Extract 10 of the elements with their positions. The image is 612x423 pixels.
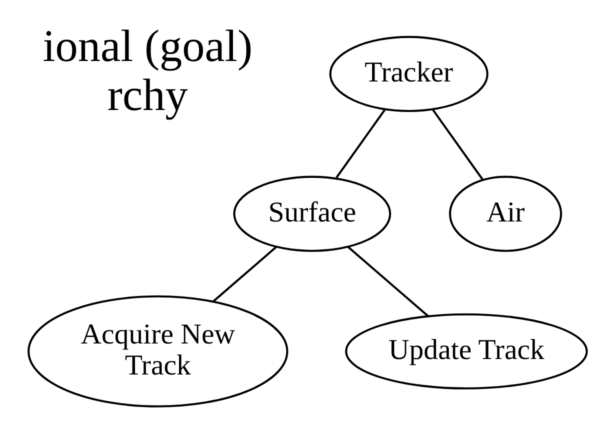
label: ional (goal) rchy (42, 20, 253, 120)
node-ellipse: Surface (233, 176, 392, 252)
node-ellipse: Air (448, 176, 562, 252)
connector (432, 108, 484, 180)
connector (347, 246, 429, 317)
node-ellipse: Tracker (329, 36, 488, 112)
node-ellipse: Update Track (345, 313, 588, 390)
node-ellipse: Acquire New Track (28, 295, 288, 408)
connector (336, 108, 386, 178)
connector (212, 246, 278, 302)
